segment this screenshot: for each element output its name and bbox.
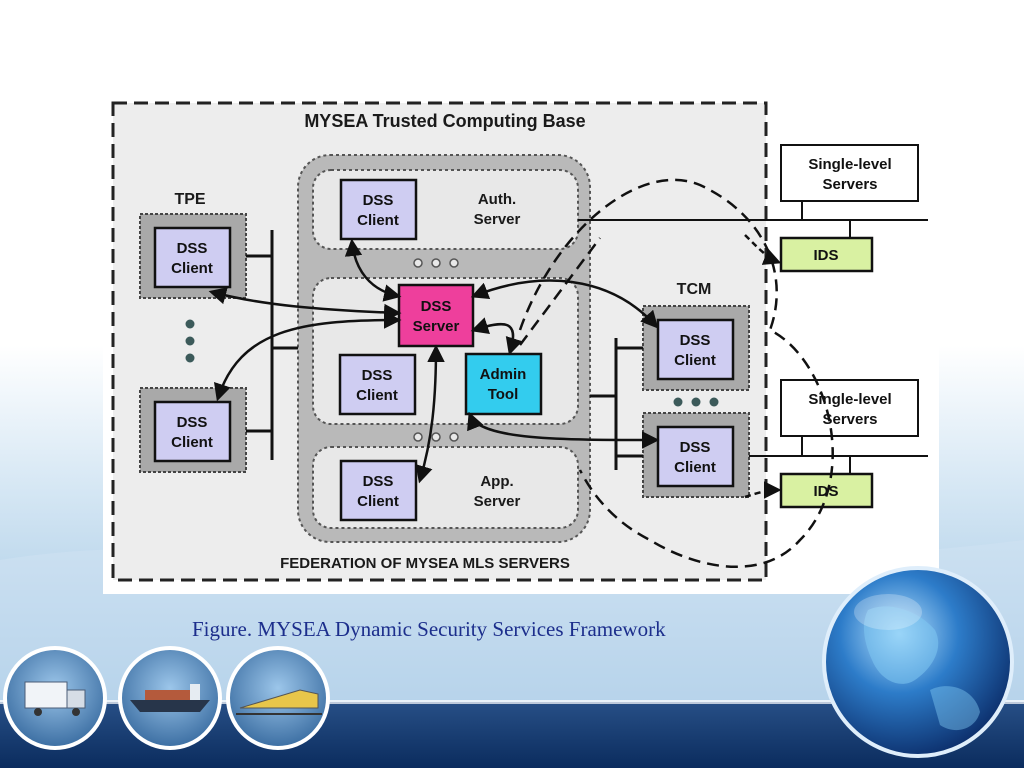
arrow-admin-tcm-bottom	[467, 411, 660, 449]
truck-thumbnail	[3, 646, 107, 750]
ids-bottom-label: IDS	[813, 483, 838, 500]
federation-ellipsis-bottom	[413, 432, 459, 442]
globe-image	[822, 566, 1014, 758]
interaction-arrows	[208, 238, 660, 484]
tcm-client-top: DSS Client	[656, 318, 735, 381]
auth-server-label-line1: Auth.	[478, 191, 516, 208]
single-level-servers-bottom: Single-level Servers	[780, 379, 919, 437]
ids-top-dashed-arrow	[744, 234, 782, 265]
tcm-client-bottom: DSS Client	[656, 425, 735, 488]
auth-server-label-line2: Server	[474, 211, 521, 228]
ids-top: IDS	[779, 236, 874, 273]
tpe-client-bottom-line2: Client	[171, 434, 213, 451]
auth-client-line2: Client	[357, 212, 399, 229]
admin-tool-line2: Tool	[488, 386, 519, 403]
federation-ellipsis-top	[413, 258, 459, 268]
app-server-label-line2: Server	[474, 493, 521, 510]
tcm-client-bottom-line2: Client	[674, 459, 716, 476]
ids-bottom: IDS	[779, 472, 874, 509]
mid-client-line1: DSS	[362, 367, 393, 384]
tcm-horizontal-ellipsis	[673, 397, 719, 407]
tcm-dashed-ellipse	[518, 178, 834, 569]
single-level-bottom-line2: Servers	[822, 411, 877, 428]
tpe-client-bottom: DSS Client	[153, 400, 232, 463]
tcm-client-bottom-line1: DSS	[680, 439, 711, 456]
app-server-label-line1: App.	[480, 473, 513, 490]
ship-thumbnail	[118, 646, 222, 750]
tpe-client-top: DSS Client	[153, 226, 232, 289]
bottom-band-highlight	[0, 700, 1024, 704]
arrow-server-app-client	[415, 344, 445, 484]
tcm-label: TCM	[677, 281, 712, 298]
auth-dss-client: DSS Client	[339, 178, 418, 241]
ids-bottom-dashed-arrow	[744, 481, 782, 499]
external-network-lines	[578, 201, 928, 474]
arrow-server-tpe-bottom	[213, 311, 402, 402]
mid-dss-client: DSS Client	[338, 353, 417, 416]
figure-caption: Figure. MYSEA Dynamic Security Services …	[192, 617, 666, 641]
dss-server: DSS Server	[397, 283, 475, 348]
single-level-bottom-line1: Single-level	[808, 391, 891, 408]
single-level-servers-top: Single-level Servers	[780, 144, 919, 202]
tpe-client-bottom-line1: DSS	[177, 414, 208, 431]
admin-tool-line1: Admin	[480, 366, 527, 383]
federation-label: FEDERATION OF MYSEA MLS SERVERS	[280, 555, 570, 572]
dss-server-line2: Server	[413, 318, 460, 335]
mid-client-line2: Client	[356, 387, 398, 404]
app-client-line1: DSS	[363, 473, 394, 490]
tpe-client-top-line2: Client	[171, 260, 213, 277]
tpe-vertical-ellipsis	[185, 319, 195, 363]
tcm-client-top-line2: Client	[674, 352, 716, 369]
single-level-top-line1: Single-level	[808, 156, 891, 173]
ids-top-label: IDS	[813, 247, 838, 264]
auth-client-line1: DSS	[363, 192, 394, 209]
dss-server-line1: DSS	[421, 298, 452, 315]
app-dss-client: DSS Client	[339, 459, 418, 522]
arrow-server-admin	[470, 317, 523, 356]
app-client-line2: Client	[357, 493, 399, 510]
tcb-title: MYSEA Trusted Computing Base	[304, 111, 585, 131]
tpe-label: TPE	[174, 191, 205, 208]
admin-tool: Admin Tool	[464, 352, 543, 416]
single-level-top-line2: Servers	[822, 176, 877, 193]
arrow-server-tcm-top	[470, 279, 659, 329]
tpe-client-top-line1: DSS	[177, 240, 208, 257]
tcm-client-top-line1: DSS	[680, 332, 711, 349]
train-thumbnail	[226, 646, 330, 750]
